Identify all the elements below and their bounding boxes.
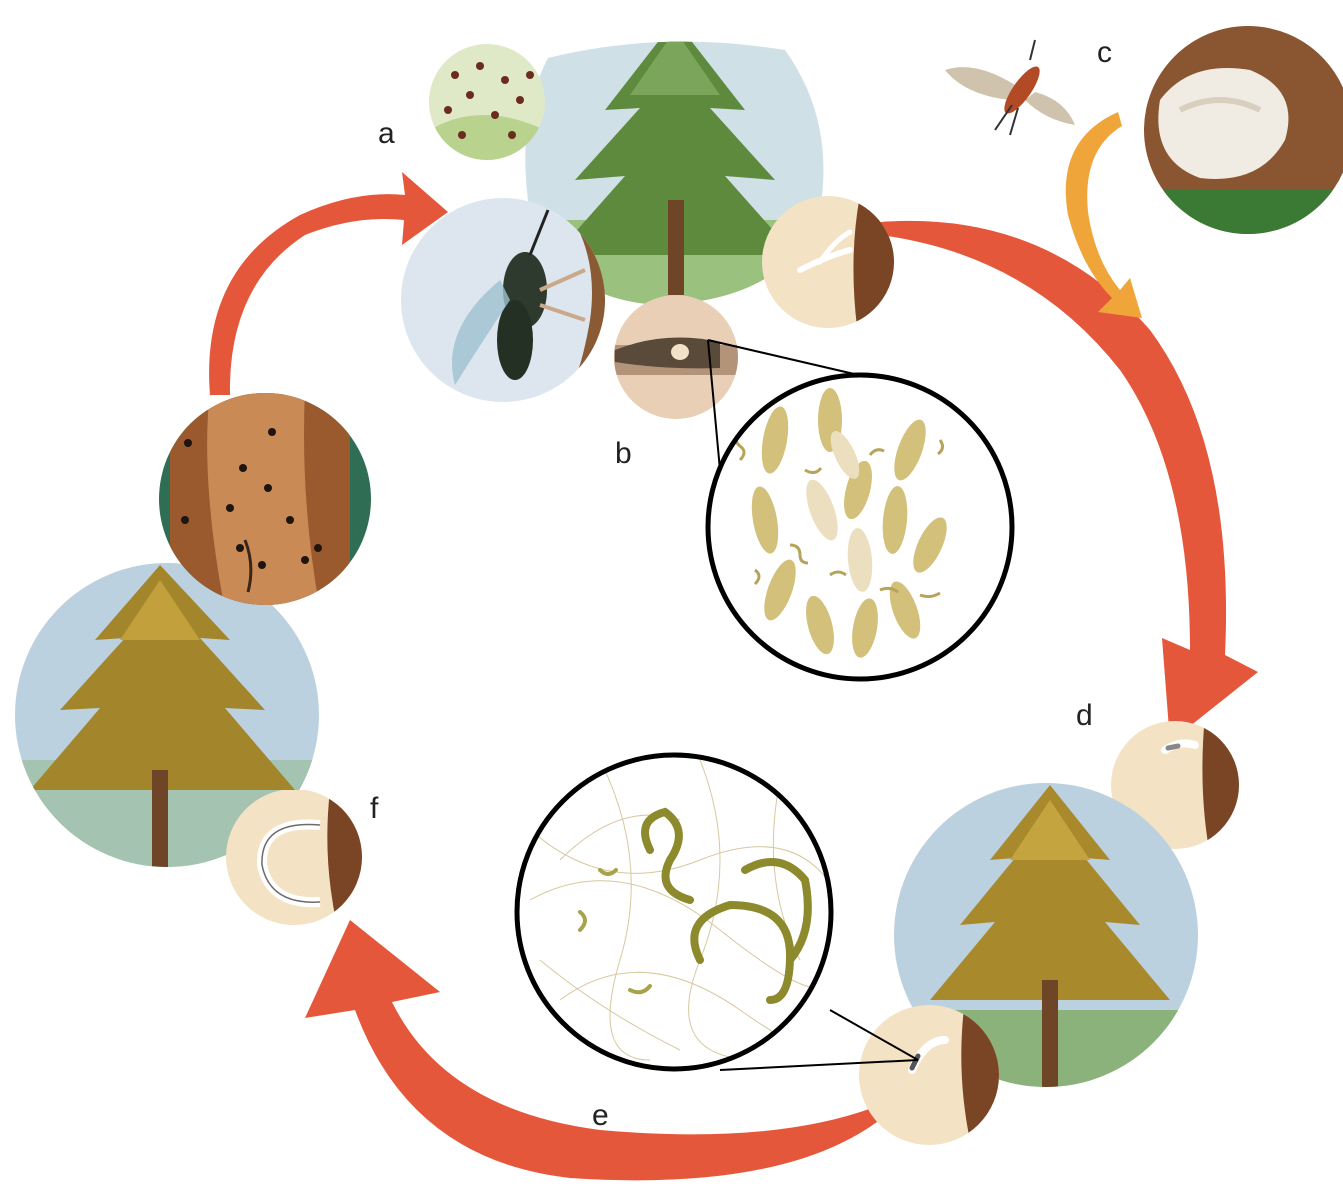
label-a: a	[378, 117, 395, 150]
wood-panel-f	[225, 790, 365, 930]
label-d: d	[1076, 699, 1093, 732]
flying-wasp-c	[945, 40, 1075, 135]
label-f: f	[370, 792, 379, 825]
label-c: c	[1097, 36, 1112, 69]
wood-fungus-panel	[760, 195, 900, 335]
fungus-panel	[1140, 25, 1343, 240]
label-b: b	[615, 437, 632, 470]
nematodes-hyphae-magnified	[517, 755, 918, 1070]
oviposition-panel	[612, 293, 742, 423]
eggs-nematodes-magnified	[708, 340, 1012, 679]
label-e: e	[592, 1099, 609, 1132]
